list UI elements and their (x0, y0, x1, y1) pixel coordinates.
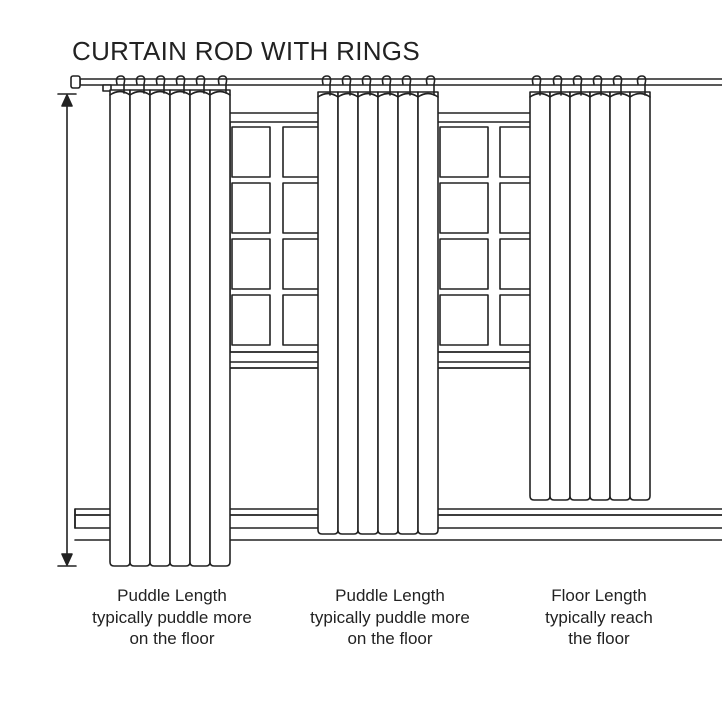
curtain-left (109, 89, 231, 567)
caption-line: Puddle Length (117, 586, 227, 605)
window-panes-right (439, 126, 539, 346)
caption-line: typically puddle more (310, 607, 470, 627)
caption-line: the floor (568, 629, 630, 648)
caption-line: on the floor (347, 629, 433, 648)
curtain-right (529, 91, 651, 501)
caption-line: Puddle Length (335, 586, 445, 605)
rings-right (531, 75, 647, 96)
caption-line: typically reach (545, 607, 653, 627)
window-panes-left (231, 126, 322, 346)
caption-puddle-left: Puddle Length typically puddle more on t… (62, 585, 282, 650)
caption-line: typically puddle more (92, 607, 252, 627)
caption-floor-right: Floor Length typically reach the floor (489, 585, 709, 650)
curtain-middle (317, 91, 439, 535)
caption-puddle-middle: Puddle Length typically puddle more on t… (280, 585, 500, 650)
height-dimension-arrow (57, 93, 77, 567)
curtain-rod (70, 75, 722, 92)
rings-left (115, 75, 228, 94)
caption-line: Floor Length (551, 586, 647, 605)
diagram-title: CURTAIN ROD WITH RINGS (72, 36, 420, 66)
caption-line: on the floor (129, 629, 215, 648)
rings-middle (321, 75, 436, 96)
